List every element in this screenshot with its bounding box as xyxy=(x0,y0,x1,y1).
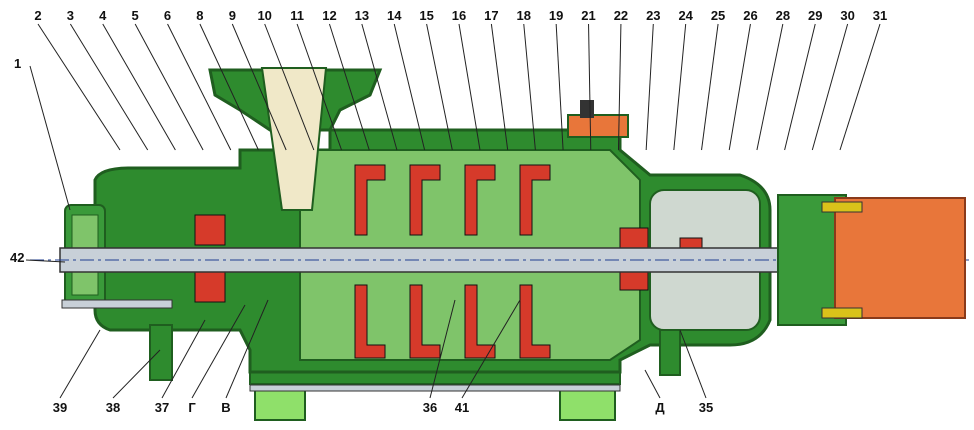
leader-26 xyxy=(728,23,751,151)
label-14: 14 xyxy=(387,8,402,23)
label-9: 9 xyxy=(229,8,236,23)
label-16: 16 xyxy=(452,8,466,23)
label-В: В xyxy=(221,400,230,415)
impeller-top-2 xyxy=(409,164,441,236)
label-30: 30 xyxy=(840,8,854,23)
leader-9 xyxy=(231,23,287,151)
label-2: 2 xyxy=(34,8,41,23)
leader-Д xyxy=(644,369,661,399)
leader-14 xyxy=(393,23,426,151)
leader-22 xyxy=(617,23,622,151)
leader-39 xyxy=(59,329,101,399)
leader-10 xyxy=(264,23,315,151)
leader-18 xyxy=(523,23,536,151)
leader-30 xyxy=(811,23,849,151)
label-6: 6 xyxy=(164,8,171,23)
leader-6 xyxy=(167,23,232,151)
label-31: 31 xyxy=(873,8,887,23)
leader-19 xyxy=(555,23,564,151)
seal-packing xyxy=(194,214,703,303)
leader-1 xyxy=(29,65,71,211)
impeller-top-4 xyxy=(519,164,551,236)
impellers-top xyxy=(354,164,551,236)
leader-29 xyxy=(784,23,816,151)
right-bearing-housing xyxy=(649,189,761,376)
label-10: 10 xyxy=(257,8,271,23)
impeller-bottom-4 xyxy=(519,284,551,359)
label-29: 29 xyxy=(808,8,822,23)
impellers-bottom xyxy=(354,284,551,359)
label-5: 5 xyxy=(132,8,139,23)
label-18: 18 xyxy=(517,8,531,23)
leader-24 xyxy=(673,23,687,151)
leader-8 xyxy=(199,23,259,151)
label-23: 23 xyxy=(646,8,660,23)
leader-13 xyxy=(361,23,398,151)
label-21: 21 xyxy=(581,8,595,23)
label-41: 41 xyxy=(455,400,469,415)
leader-11 xyxy=(296,23,343,151)
label-15: 15 xyxy=(419,8,433,23)
leader-3 xyxy=(69,23,149,151)
leader-16 xyxy=(458,23,481,151)
leader-15 xyxy=(426,23,453,151)
impeller-top-1 xyxy=(354,164,386,236)
tie-rods xyxy=(61,299,621,392)
label-8: 8 xyxy=(196,8,203,23)
label-1: 1 xyxy=(14,56,21,71)
label-4: 4 xyxy=(99,8,107,23)
leader-21 xyxy=(588,23,592,151)
label-Д: Д xyxy=(655,400,665,415)
label-42: 42 xyxy=(10,250,24,265)
leader-36 xyxy=(429,299,456,399)
leader-17 xyxy=(490,23,509,151)
label-12: 12 xyxy=(322,8,336,23)
label-28: 28 xyxy=(776,8,790,23)
leader-25 xyxy=(701,23,719,151)
label-35: 35 xyxy=(699,400,713,415)
leader-35 xyxy=(679,329,707,399)
leader-38 xyxy=(112,349,161,399)
label-25: 25 xyxy=(711,8,725,23)
label-37: 37 xyxy=(155,400,169,415)
label-19: 19 xyxy=(549,8,563,23)
label-Г: Г xyxy=(188,400,196,415)
label-24: 24 xyxy=(678,8,693,23)
label-11: 11 xyxy=(290,8,304,23)
leader-4 xyxy=(102,23,176,151)
leader-23 xyxy=(645,23,654,151)
impeller-top-3 xyxy=(464,164,496,236)
label-17: 17 xyxy=(484,8,498,23)
label-22: 22 xyxy=(614,8,628,23)
leader-41 xyxy=(461,299,521,399)
leader-37 xyxy=(161,319,206,399)
leader-lines xyxy=(25,23,881,399)
leader-12 xyxy=(328,23,370,151)
label-13: 13 xyxy=(355,8,369,23)
leader-В xyxy=(225,299,269,399)
impeller-bottom-2 xyxy=(409,284,441,359)
label-3: 3 xyxy=(67,8,74,23)
impeller-bottom-1 xyxy=(354,284,386,359)
label-39: 39 xyxy=(53,400,67,415)
impeller-bottom-3 xyxy=(464,284,496,359)
label-38: 38 xyxy=(106,400,120,415)
coupling xyxy=(777,194,966,326)
label-36: 36 xyxy=(423,400,437,415)
leader-31 xyxy=(839,23,881,151)
leader-42 xyxy=(25,259,66,263)
leader-Г xyxy=(191,304,246,399)
leader-2 xyxy=(37,23,121,151)
inlet-nozzle xyxy=(208,67,383,211)
label-26: 26 xyxy=(743,8,757,23)
leader-28 xyxy=(756,23,784,151)
leader-5 xyxy=(134,23,204,151)
